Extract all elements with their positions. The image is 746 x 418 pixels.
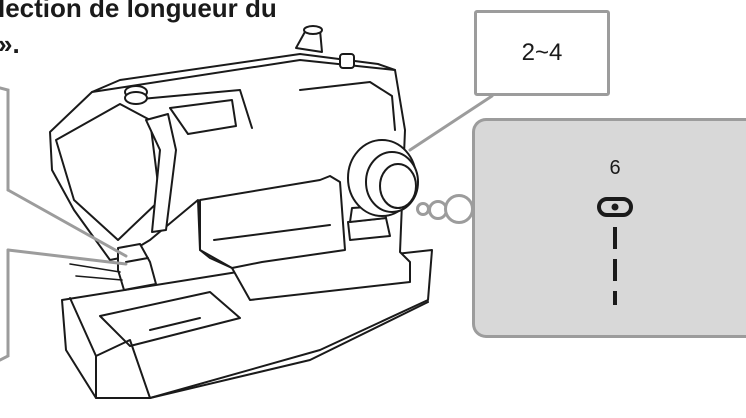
heading-line-2: ». [0,29,20,59]
straight-stitch-icon [597,197,633,305]
dial-position-number: 6 [609,157,621,179]
dial-position-panel: 6 [472,118,746,338]
connector-dot-large [444,194,474,224]
stitch-length-range-box: 2~4 [474,10,610,96]
stitch-length-indicator-icon [597,197,633,217]
instruction-heading: lection de longueur du ». [0,0,277,62]
stitch-length-range-value: 2~4 [521,39,563,66]
machine-body [49,59,411,301]
heading-line-1: lection de longueur du [0,0,277,23]
